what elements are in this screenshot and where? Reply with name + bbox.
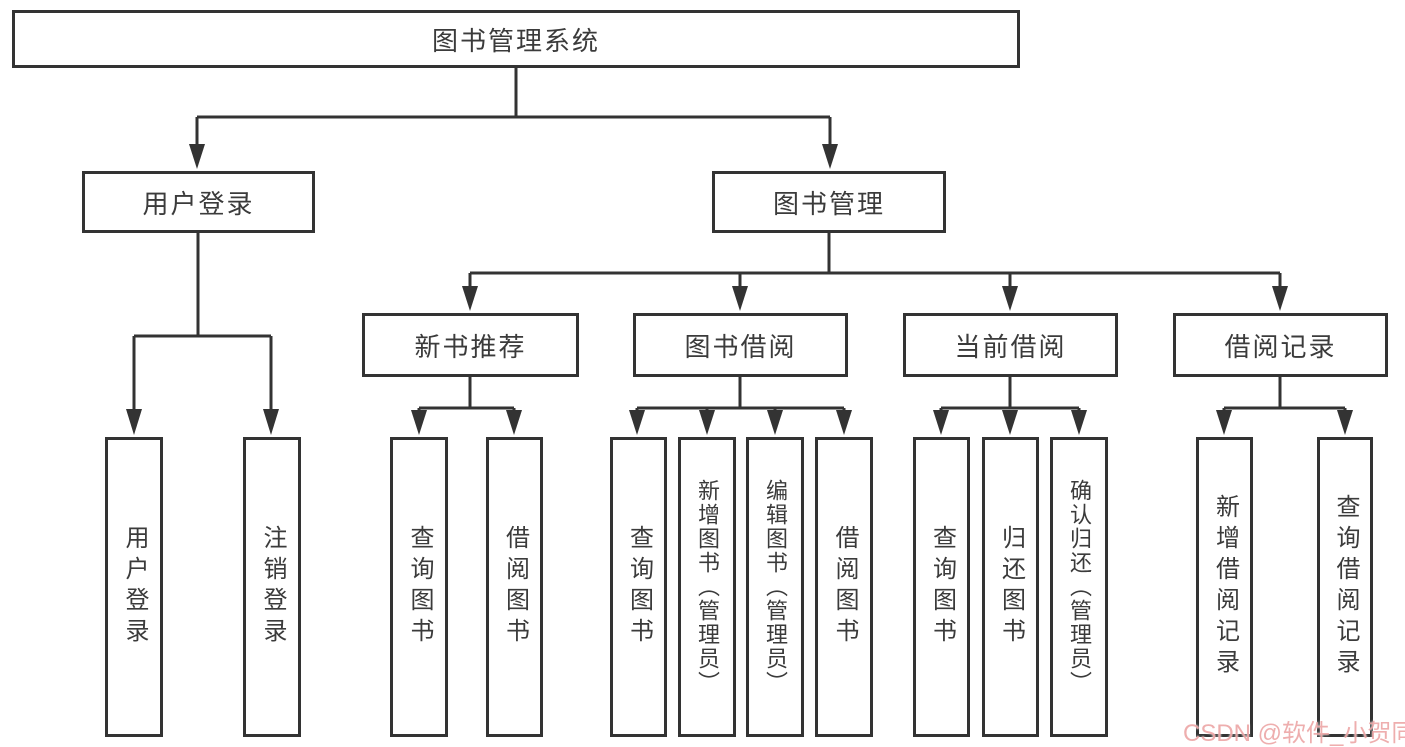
node-system-root: 图书管理系统	[12, 10, 1020, 68]
leaf-query-borrow-record: 查询借阅记录	[1317, 437, 1373, 737]
node-label: 当前借阅	[954, 331, 1067, 362]
node-label: 图书管理系统	[431, 25, 600, 56]
leaf-query-books-current: 查询图书	[913, 437, 970, 737]
connector-root-to-level2	[195, 68, 832, 146]
leaf-logout: 注销登录	[243, 437, 301, 737]
node-book-management: 图书管理	[712, 171, 946, 233]
leaf-label: 新增图书（管理员）	[695, 479, 720, 695]
arrowheads	[126, 144, 1353, 435]
node-user-login: 用户登录	[82, 171, 315, 233]
leaf-borrow-books-recommend: 借阅图书	[486, 437, 543, 737]
leaf-edit-books-admin: 编辑图书（管理员）	[746, 437, 804, 737]
leaf-query-books-recommend: 查询图书	[390, 437, 448, 737]
leaf-label: 查询借阅记录	[1332, 494, 1359, 680]
connector-book-borrow-branch	[635, 377, 846, 413]
leaf-label: 查询图书	[406, 525, 433, 649]
leaf-borrow-books: 借阅图书	[815, 437, 873, 737]
leaf-add-borrow-record: 新增借阅记录	[1196, 437, 1253, 737]
leaf-label: 借阅图书	[831, 525, 858, 649]
connector-current-borrow-branch	[939, 377, 1081, 413]
node-borrow-records: 借阅记录	[1173, 313, 1388, 377]
leaf-label: 编辑图书（管理员）	[763, 479, 788, 695]
node-label: 借阅记录	[1224, 331, 1337, 362]
leaf-label: 新增借阅记录	[1211, 494, 1239, 680]
connector-borrow-records-branch	[1222, 377, 1347, 413]
node-book-borrow: 图书借阅	[633, 313, 848, 377]
leaf-label: 查询图书	[928, 525, 956, 649]
connector-book-management-branch	[468, 233, 1282, 288]
leaf-add-books-admin: 新增图书（管理员）	[678, 437, 736, 737]
leaf-confirm-return-admin: 确认归还（管理员）	[1050, 437, 1108, 737]
leaf-label: 确认归还（管理员）	[1067, 479, 1092, 695]
node-label: 图书借阅	[684, 331, 797, 362]
node-current-borrow: 当前借阅	[903, 313, 1118, 377]
leaf-label: 查询图书	[625, 525, 653, 649]
node-label: 图书管理	[772, 188, 885, 219]
node-label: 新书推荐	[414, 331, 527, 362]
node-new-book-recommend: 新书推荐	[362, 313, 579, 377]
connector-user-login-branch	[132, 233, 273, 412]
leaf-label: 注销登录	[259, 525, 286, 649]
leaf-query-books-borrow: 查询图书	[610, 437, 667, 737]
leaf-return-books: 归还图书	[982, 437, 1039, 737]
connector-new-book-branch	[417, 377, 516, 413]
leaf-label: 借阅图书	[501, 525, 529, 649]
leaf-label: 归还图书	[997, 525, 1025, 649]
csdn-watermark: CSDN @软件_小贺同学	[1183, 720, 1405, 747]
leaf-label: 用户登录	[121, 525, 148, 649]
leaf-user-login: 用户登录	[105, 437, 163, 737]
node-label: 用户登录	[142, 188, 255, 219]
